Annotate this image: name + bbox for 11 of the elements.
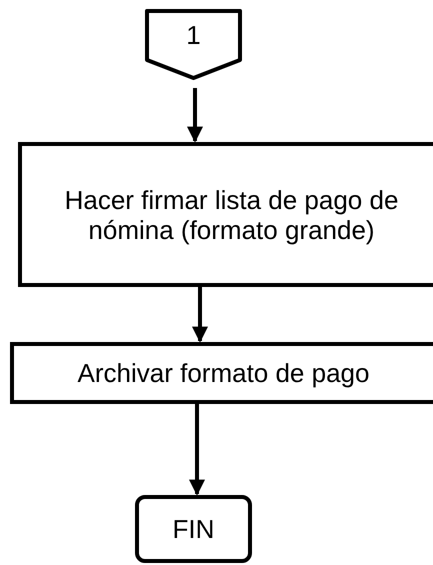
process-box xyxy=(18,142,433,287)
process-box xyxy=(10,342,433,404)
node-text: FIN xyxy=(172,514,214,544)
arrow xyxy=(192,287,208,343)
off-page-connector xyxy=(145,9,242,80)
node-text: 1 xyxy=(186,20,201,50)
terminator-box xyxy=(135,495,252,563)
node-text: Archivar formato de pago xyxy=(78,358,370,388)
arrow xyxy=(189,404,205,496)
arrow xyxy=(187,88,203,143)
node-text: Hacer firmar lista de pago de nómina (formato grande) xyxy=(64,184,400,244)
